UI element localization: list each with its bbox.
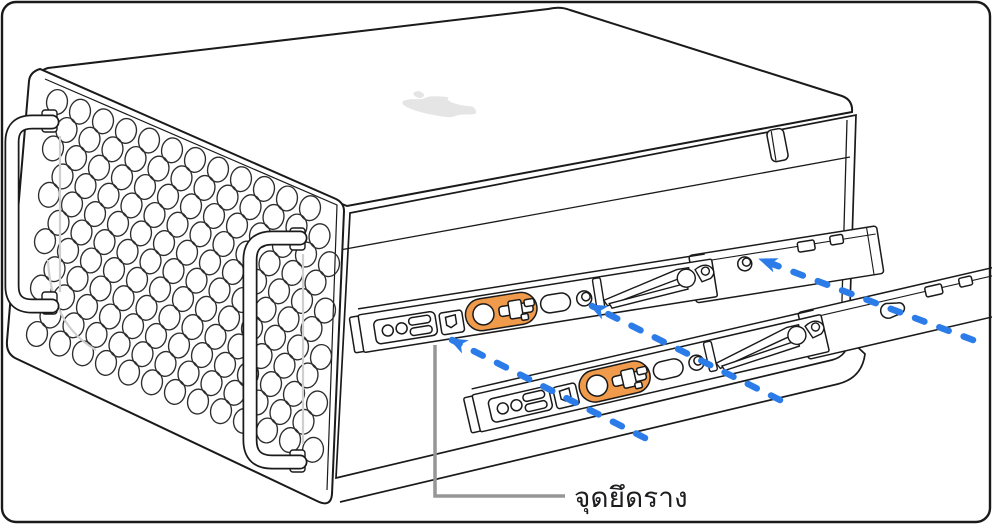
bottom-edge (339, 339, 866, 503)
apple-logo (402, 90, 477, 118)
mac-pro-body (4, 6, 866, 505)
callout-label: จุดยึดราง (574, 482, 688, 515)
alignment-arrows (448, 256, 977, 442)
front-handle-right (242, 230, 308, 470)
alignment-arrow-right (758, 256, 977, 344)
callout-line (433, 345, 565, 498)
power-button (766, 127, 789, 163)
alignment-arrow-middle (588, 302, 784, 404)
rail-upper (347, 225, 885, 355)
alignment-arrow-left (448, 336, 649, 442)
front-handle-left (4, 114, 60, 314)
